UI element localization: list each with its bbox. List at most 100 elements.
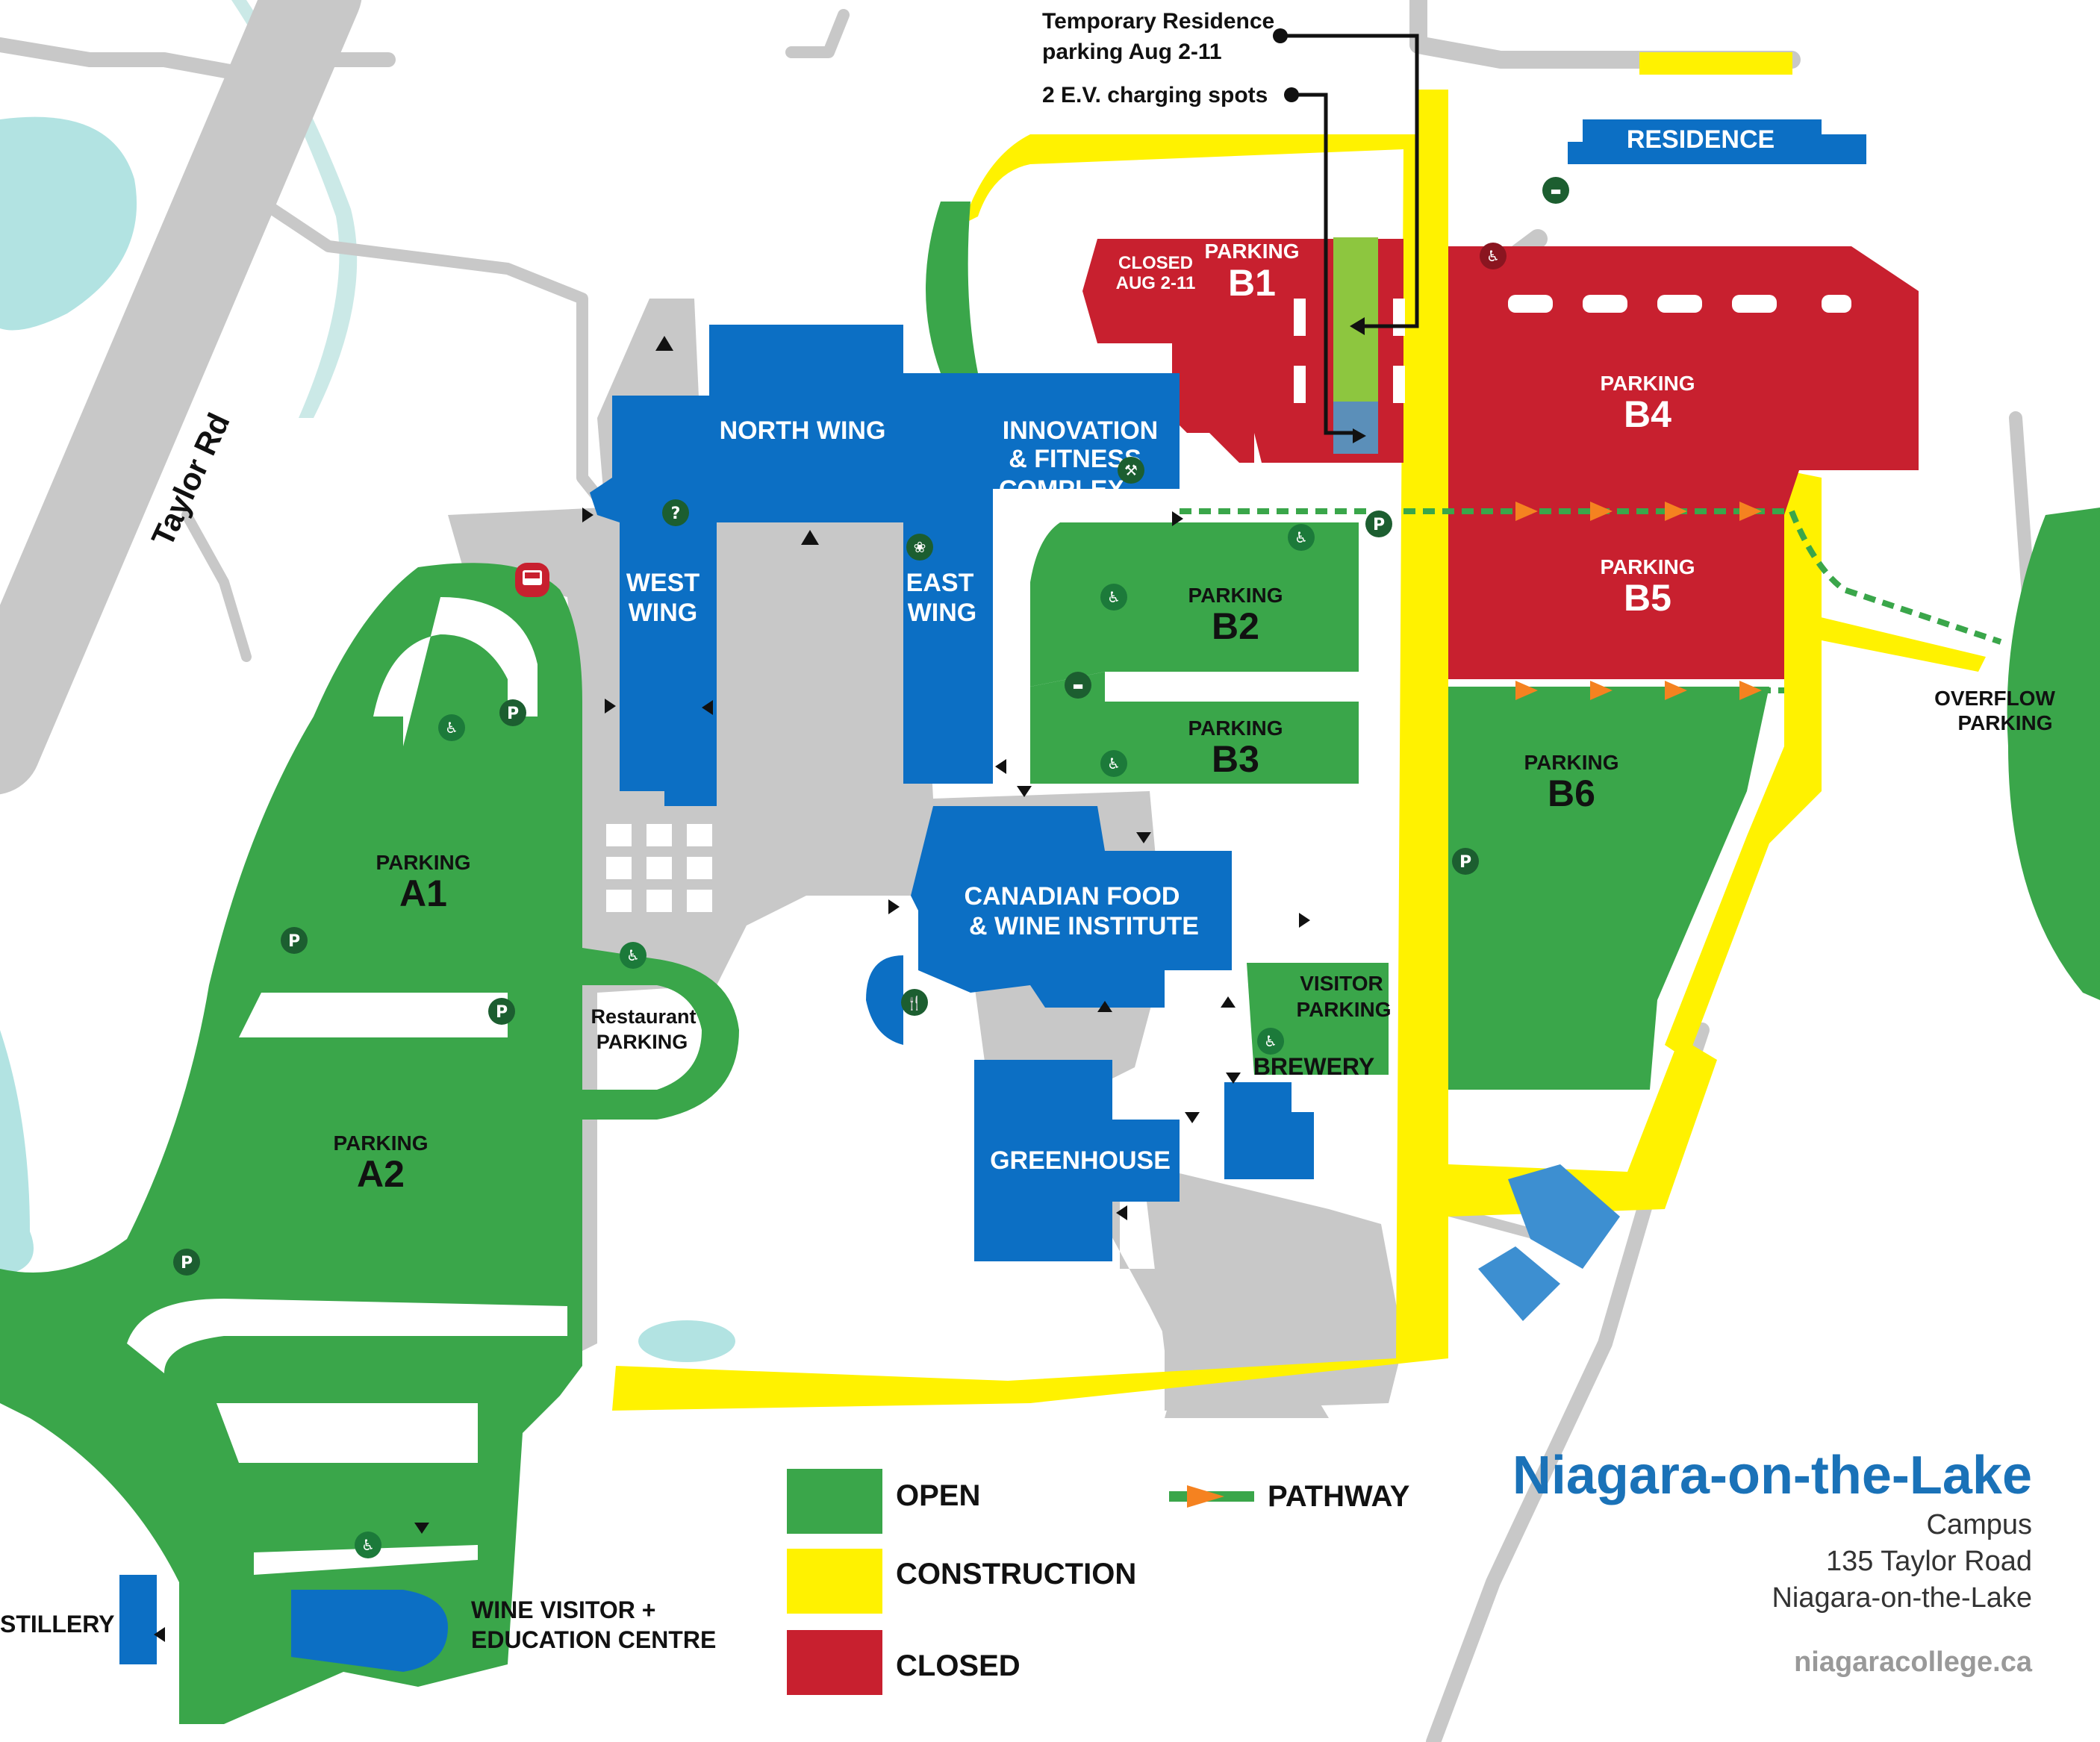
temporary-residence-parking <box>1333 237 1378 402</box>
parking-icon: P <box>281 927 308 954</box>
restaurant-wing-shape <box>866 955 903 1045</box>
accessible-parking-icon: ♿ <box>1257 1028 1284 1055</box>
callout-arrow-1 <box>1350 317 1365 335</box>
smoking-area-icon: ▬ <box>1542 177 1569 204</box>
distillery-shape <box>119 1575 157 1664</box>
lot-a2-code: A2 <box>357 1153 405 1195</box>
accessible-parking-icon: ♿ <box>1480 243 1507 269</box>
wine-visitor-label-2: EDUCATION CENTRE <box>471 1626 716 1653</box>
fitness-icon: ⚒ <box>1118 457 1144 484</box>
svg-text:P: P <box>288 932 300 951</box>
lot-b1-note-1: CLOSED <box>1118 253 1193 273</box>
overflow-parking-label-1: OVERFLOW <box>1934 687 2055 710</box>
lot-b1-code: B1 <box>1228 262 1276 304</box>
lower-east-buildings <box>1478 1164 1620 1321</box>
campus-url[interactable]: niagaracollege.ca <box>1794 1646 2033 1678</box>
lot-b5-label: PARKING <box>1600 555 1695 578</box>
lot-a-islands <box>127 597 567 1575</box>
callout-lines <box>1280 34 1419 435</box>
north-wing-shape <box>590 325 1180 806</box>
buildings <box>119 119 1866 1672</box>
callout-dot-2 <box>1284 87 1299 102</box>
callout-temp-residence-1: Temporary Residence <box>1042 9 1274 34</box>
cfwi-label-2: & WINE INSTITUTE <box>969 912 1199 940</box>
lot-a1-label: PARKING <box>376 851 470 874</box>
callout-arrow-2 <box>1353 428 1366 443</box>
legend-closed-swatch <box>787 1630 882 1695</box>
legend-pathway-label: PATHWAY <box>1268 1480 1410 1513</box>
accessible-parking-icon: ♿ <box>438 714 465 741</box>
parking-icon: P <box>1452 848 1479 875</box>
construction-zones <box>612 52 1986 1411</box>
restaurant-parking-area <box>582 948 739 1120</box>
legend-construction-label: CONSTRUCTION <box>896 1558 1136 1590</box>
campus-town: Niagara-on-the-Lake <box>1772 1582 2032 1614</box>
svg-text:P: P <box>1373 516 1385 534</box>
east-wing-label-2: WING <box>908 599 977 627</box>
accessible-parking-icon: ♿ <box>355 1532 381 1558</box>
parking-icon: P <box>173 1249 200 1276</box>
lot-b6-code: B6 <box>1548 772 1595 814</box>
pathway-arrows <box>1515 502 1762 700</box>
lot-b4-area <box>1448 246 1919 515</box>
info-icon: ? <box>662 499 689 526</box>
svg-text:▬: ▬ <box>1072 678 1083 693</box>
greenhouse-label: GREENHOUSE <box>990 1146 1171 1175</box>
callout-dot-1 <box>1273 28 1288 43</box>
overflow-parking-label-2: PARKING <box>1957 711 2052 734</box>
svg-text:♿: ♿ <box>1264 1032 1277 1050</box>
lot-b6-label: PARKING <box>1524 751 1618 774</box>
callout-temp-residence-2: parking Aug 2-11 <box>1042 40 1222 64</box>
svg-text:P: P <box>181 1254 193 1273</box>
svg-text:P: P <box>507 705 519 723</box>
closed-zones <box>1082 239 1919 679</box>
svg-text:P: P <box>1459 853 1471 872</box>
svg-text:♿: ♿ <box>361 1536 375 1554</box>
lot-a2-label: PARKING <box>333 1131 428 1155</box>
lot-b3-label: PARKING <box>1188 717 1283 740</box>
parking-icon: P <box>1365 511 1392 537</box>
legend: OPEN CONSTRUCTION CLOSED PATHWAY <box>787 1469 1410 1695</box>
lot-b2-area <box>1030 522 1359 687</box>
lotus-icon: ❀ <box>906 534 933 561</box>
svg-text:⚒: ⚒ <box>1124 461 1138 479</box>
legend-open-label: OPEN <box>896 1479 980 1512</box>
lot-a-area <box>0 563 582 1725</box>
svg-text:❀: ❀ <box>914 538 926 556</box>
distillery-label: STILLERY <box>0 1611 114 1638</box>
brewery-annex-shape <box>1224 1082 1314 1179</box>
campus-info: Niagara-on-the-Lake Campus 135 Taylor Ro… <box>1512 1446 2033 1678</box>
visitor-parking-label-1: VISITOR <box>1300 972 1383 995</box>
overflow-parking-area <box>2007 508 2100 1000</box>
cfwi-shape <box>911 806 1232 1008</box>
residence-shape <box>1568 119 1866 164</box>
accessible-parking-icon: ♿ <box>1100 750 1127 777</box>
ev-charging-spots <box>1333 402 1378 454</box>
courtyard-grids <box>606 824 712 1223</box>
map-icons: ♿ ♿ ♿ ♿ ♿ ♿ ♿ ♿ P P P P P P ? ❀ ⚒ 🍴 ▬ ▬ <box>173 177 1569 1558</box>
visitor-parking-label-2: PARKING <box>1296 998 1391 1021</box>
svg-text:♿: ♿ <box>1294 528 1308 546</box>
svg-text:?: ? <box>671 505 681 523</box>
restaurant-parking-label-2: PARKING <box>596 1031 688 1053</box>
legend-pathway-swatch <box>1169 1485 1254 1508</box>
svg-text:🍴: 🍴 <box>906 995 923 1011</box>
campus-street: 135 Taylor Road <box>1826 1546 2032 1577</box>
parking-icon: P <box>488 998 515 1025</box>
innovation-label-1: INNOVATION <box>1003 416 1158 445</box>
restaurant-parking-label-1: Restaurant <box>591 1005 696 1028</box>
lot-b5-area <box>1448 515 1784 679</box>
east-wing-label-1: EAST <box>906 569 974 597</box>
lot-b5-code: B5 <box>1624 577 1671 619</box>
accessible-parking-icon: ♿ <box>620 942 646 969</box>
west-wing-label-1: WEST <box>626 569 700 597</box>
svg-text:♿: ♿ <box>1107 755 1121 772</box>
svg-text:♿: ♿ <box>1107 588 1121 606</box>
campus-title: Niagara-on-the-Lake <box>1512 1446 2032 1505</box>
legend-construction-swatch <box>787 1549 882 1614</box>
accessible-parking-icon: ♿ <box>1288 524 1315 551</box>
bus-stop-icon <box>515 563 549 597</box>
callout-ev-charging: 2 E.V. charging spots <box>1042 83 1268 107</box>
svg-text:♿: ♿ <box>1486 247 1500 265</box>
